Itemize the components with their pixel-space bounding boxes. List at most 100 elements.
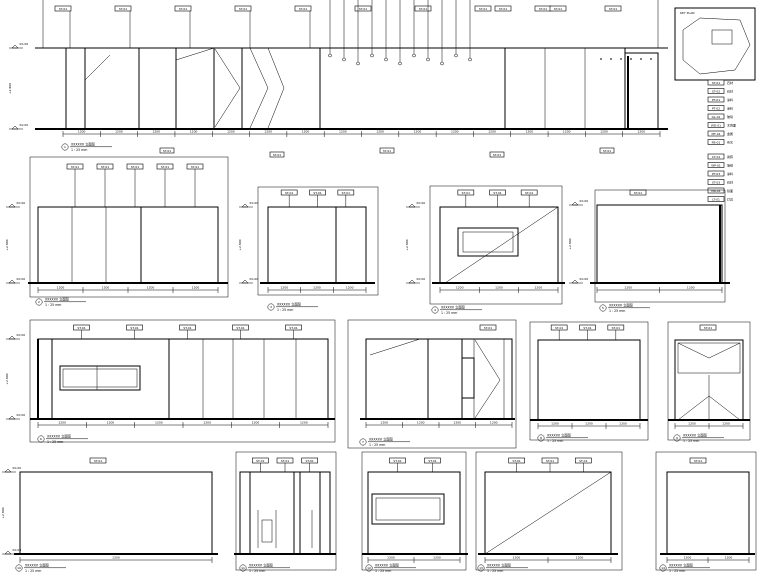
material-tag-text: ST-01 xyxy=(101,165,109,169)
glass-wall xyxy=(504,47,626,130)
caption-scale: 1 : 25 mm xyxy=(487,569,503,573)
callout-circle xyxy=(267,303,275,311)
dimension-text: 1200 xyxy=(684,556,692,560)
level-symbol xyxy=(8,279,16,284)
caption-scale: 1 : 25 mm xyxy=(369,443,385,447)
material-tag: ST-01 xyxy=(337,189,355,196)
glass-panel xyxy=(37,206,142,284)
dimension-text: 1200 xyxy=(227,130,235,134)
symbol-mark xyxy=(609,57,613,61)
material-tag: ST-01 xyxy=(689,457,707,464)
material-tag-box xyxy=(54,5,72,12)
dimension-text: 1200 xyxy=(102,286,110,290)
caption-title: XXXXXX 立面图 xyxy=(45,297,69,302)
material-tag-text: ST-01 xyxy=(305,459,313,463)
dimension-text: 1200 xyxy=(433,556,441,560)
material-tag-box xyxy=(114,5,132,12)
dimension-text: 1200 xyxy=(300,421,308,425)
key-plan-outline xyxy=(682,17,751,75)
dimension-text: 1200 xyxy=(252,421,260,425)
callout-circle xyxy=(477,564,485,572)
material-tag-text: ST-01 xyxy=(71,165,79,169)
legend-code-box xyxy=(707,162,725,168)
view-frame xyxy=(257,186,379,296)
pendant-lamp xyxy=(370,53,374,58)
level-symbol xyxy=(241,279,249,284)
caption-title: XXXXXX 立面图 xyxy=(47,434,71,439)
material-tag: ST-01 xyxy=(285,324,302,331)
material-tag: ST-01 xyxy=(294,5,312,12)
legend-desc: 木饰面 xyxy=(727,122,736,127)
counter-frame xyxy=(59,365,141,391)
material-tag-text: ST-01 xyxy=(579,459,587,463)
level-mark: ±0.00 xyxy=(9,42,28,49)
niche-inner xyxy=(462,231,514,253)
view-frame xyxy=(475,451,623,571)
symbol-mark xyxy=(629,57,633,61)
view-frame xyxy=(361,451,467,571)
height-text: +2.800 xyxy=(405,239,409,250)
material-tag-text: ST-01 xyxy=(612,326,620,330)
callout-number: 10 xyxy=(17,566,21,570)
pendant-lamp xyxy=(356,61,360,66)
callout-number: 6 xyxy=(40,437,42,441)
callout-circle xyxy=(15,564,23,572)
material-tag: ST-01 xyxy=(508,457,525,464)
level-mark: ±0.00 xyxy=(239,201,258,208)
level-symbol xyxy=(408,203,416,208)
dimension-text: 1200 xyxy=(192,286,200,290)
caption-scale: 1 : 25 mm xyxy=(547,439,563,443)
dimension-text: 1200 xyxy=(147,286,155,290)
reference-text: ST-01 xyxy=(273,153,281,157)
dimension-text: 1200 xyxy=(725,556,733,560)
view-frame xyxy=(529,321,649,441)
material-tag: ST-01 xyxy=(520,189,538,196)
legend-desc: 镜面 xyxy=(727,188,733,193)
material-tag-text: ST-01 xyxy=(493,191,501,195)
legend-row: MR-01 镜面 xyxy=(707,187,733,194)
material-tag-text: ST-01 xyxy=(281,459,289,463)
stone-panel xyxy=(65,47,86,130)
callout-circle xyxy=(431,306,439,314)
level-text: ±0.00 xyxy=(249,201,258,205)
material-tag: ST-01 xyxy=(156,163,174,170)
column xyxy=(293,471,301,555)
material-tag-text: ST-01 xyxy=(462,191,470,195)
legend-desc: 布艺 xyxy=(727,139,733,144)
dimension-text: 1200 xyxy=(495,286,503,290)
glass-panel xyxy=(267,206,337,284)
material-tag: ST-01 xyxy=(186,163,204,170)
dimension-text: 1200 xyxy=(414,130,422,134)
symbol-mark xyxy=(599,57,603,61)
stone-wall xyxy=(51,338,170,420)
material-tag: ST-01 xyxy=(252,457,269,464)
level-symbol xyxy=(4,550,12,555)
callout-circle xyxy=(537,434,545,442)
mirror-inner xyxy=(375,497,441,521)
view-frame xyxy=(594,189,726,303)
material-tag-text: ST-01 xyxy=(289,326,297,330)
key-plan-label: KEY PLAN xyxy=(680,11,695,15)
view-frame xyxy=(429,185,563,305)
reference-tag: ST-01 xyxy=(379,147,395,154)
legend-desc: 瓷砖 xyxy=(727,154,733,159)
symbol-mark xyxy=(649,57,653,61)
dimension-text: 1200 xyxy=(339,130,347,134)
legend-code: MR-01 xyxy=(711,189,721,193)
level-mark: ±0.00 xyxy=(239,277,258,284)
material-tag-box xyxy=(354,5,372,12)
level-text: ±0.00 xyxy=(579,277,588,281)
material-tag-box xyxy=(479,324,497,331)
